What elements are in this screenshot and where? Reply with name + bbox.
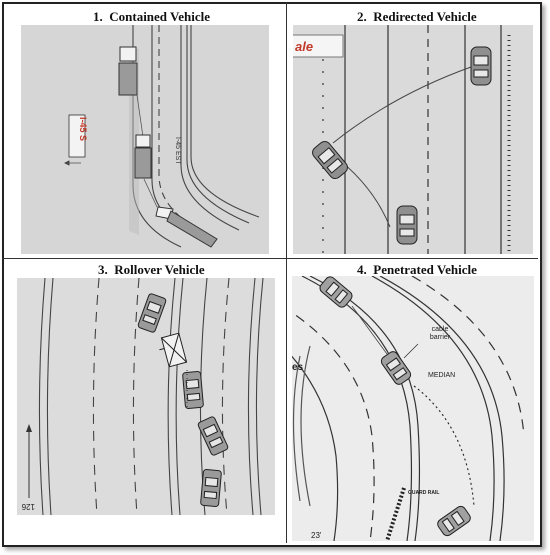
guard-rail: [385, 487, 406, 541]
road-edge-line: [371, 276, 495, 541]
car-icon: [200, 469, 222, 507]
road-edge-line: [46, 278, 54, 515]
car-icon: [319, 276, 353, 308]
road-edge-line: [300, 345, 311, 507]
panel-4-title-text: Penetrated Vehicle: [373, 262, 477, 277]
road-edge-line: [38, 278, 46, 515]
redirected-vehicle-diagram: ale: [293, 25, 533, 254]
road-edge-line: [379, 276, 505, 541]
panel-1-number: 1.: [93, 9, 103, 24]
car-icon: [137, 293, 167, 333]
lane-dash-line: [292, 311, 375, 541]
panel-2-title-text: Redirected Vehicle: [373, 9, 477, 24]
leader-line: [403, 343, 419, 359]
road-edge-line: [190, 25, 260, 218]
corner-label: 126: [21, 502, 35, 511]
distance-label: 23': [311, 531, 322, 540]
edge-label: es: [292, 362, 304, 373]
penetrated-vehicle-diagram: cable barrier MEDIAN GUARD RAIL 23' es: [292, 276, 534, 541]
trajectory-line: [332, 66, 472, 144]
rollover-vehicle-diagram: 126: [17, 278, 275, 515]
route-sign-text: I-45 S: [78, 117, 88, 141]
sign-text: ale: [295, 39, 313, 54]
lane-dash-line: [92, 278, 100, 515]
path-line: [143, 178, 158, 208]
road-edge-line: [186, 25, 250, 224]
road-edge-line: [175, 278, 184, 515]
contained-vehicle-diagram: I-45 S I-45 EST: [21, 25, 269, 254]
car-icon: [312, 140, 348, 180]
sign-box: ale: [293, 34, 344, 58]
truck-icon: [118, 46, 138, 96]
cable-barrier-label: cable barrier: [429, 326, 451, 341]
panel-4-title: 4. Penetrated Vehicle: [357, 262, 477, 278]
panel-1-title: 1. Contained Vehicle: [93, 9, 210, 25]
path-line: [136, 94, 144, 138]
road-edge-line: [292, 355, 301, 502]
lane-dash-line: [221, 278, 230, 515]
panel-1-title-text: Contained Vehicle: [109, 9, 211, 24]
road-edge-line: [292, 355, 339, 541]
panel-4-number: 4.: [357, 262, 367, 277]
car-icon: [437, 505, 471, 537]
arrow-head: [26, 424, 32, 432]
lane-dash-line: [158, 25, 210, 236]
road-edge-line: [180, 25, 240, 231]
vertical-divider: [286, 2, 287, 543]
median-label: MEDIAN: [428, 372, 456, 379]
overturned-car-icon: [159, 332, 188, 368]
trajectory-line: [413, 385, 475, 507]
car-icon: [380, 351, 412, 385]
road-edge-line: [167, 278, 176, 515]
car-icon: [182, 371, 204, 409]
panel-3-number: 3.: [98, 262, 108, 277]
car-icon: [197, 416, 229, 456]
road-edge-line: [309, 276, 421, 541]
road-edge-line: [247, 278, 256, 515]
horizontal-divider: [2, 258, 538, 259]
car-icon: [396, 205, 418, 245]
truck-icon: [155, 206, 218, 248]
road-label: I-45 EST: [174, 137, 181, 165]
road-edge-line: [255, 278, 264, 515]
panel-3-title-text: Rollover Vehicle: [114, 262, 205, 277]
car-icon: [470, 46, 492, 86]
lane-dash-line: [132, 278, 140, 515]
panel-2-number: 2.: [357, 9, 367, 24]
truck-icon: [134, 134, 152, 179]
lane-dash-line: [411, 276, 525, 437]
route-sign: I-45 S: [64, 114, 88, 166]
panel-3-title: 3. Rollover Vehicle: [98, 262, 205, 278]
path-line: [351, 305, 388, 355]
road-edge-line: [301, 276, 413, 541]
panel-2-title: 2. Redirected Vehicle: [357, 9, 477, 25]
guard-rail-label: GUARD RAIL: [408, 490, 440, 496]
